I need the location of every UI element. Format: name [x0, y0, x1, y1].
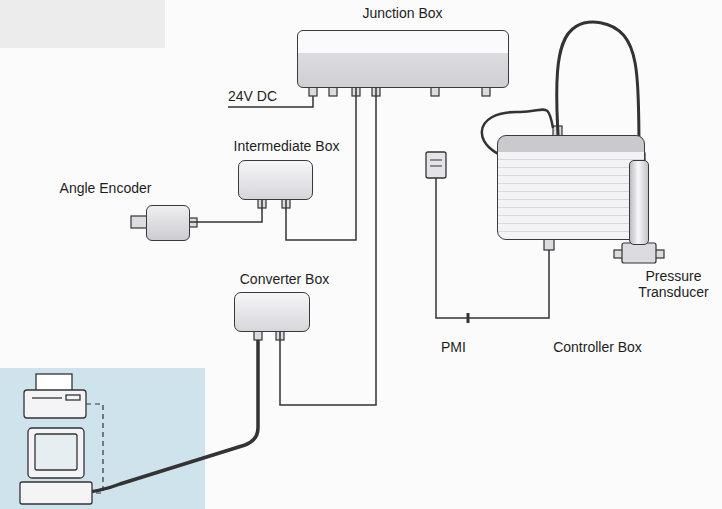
printer-paper	[36, 374, 72, 392]
cable-mark	[467, 313, 470, 323]
cable	[280, 88, 376, 405]
transducer-fitting	[622, 243, 656, 263]
part-label: Converter Box	[240, 271, 329, 287]
part-label: Intermediate Box	[234, 138, 340, 154]
cable	[190, 200, 262, 222]
monitor	[28, 428, 84, 478]
computer-base	[20, 482, 92, 504]
port-group	[131, 86, 664, 340]
encoder-shaft	[131, 216, 147, 228]
computer-icon	[20, 428, 92, 504]
signal-label: 24V DC	[228, 88, 277, 104]
screen	[35, 434, 77, 470]
converter-box: Converter Box	[234, 292, 310, 332]
printer-icon	[24, 374, 86, 418]
printer-buttons	[66, 395, 80, 400]
pressure-transducer: Pressure Transducer	[629, 160, 649, 245]
angle-encoder: Angle Encoder	[146, 205, 190, 241]
part-label: Junction Box	[362, 5, 442, 21]
controller-box: Controller Box	[497, 135, 645, 240]
part-label: Angle Encoder	[60, 180, 152, 196]
pc-cable	[72, 340, 258, 494]
part-label: Pressure Transducer	[632, 268, 716, 300]
signal-label: PMI	[441, 339, 466, 355]
printer-body	[24, 390, 86, 418]
intermediate-box: Intermediate Box	[238, 160, 313, 200]
plug	[426, 152, 446, 178]
printer-link	[86, 404, 103, 493]
plug-detail	[430, 160, 442, 166]
corner-panel	[0, 0, 165, 48]
junction-box: Junction Box	[297, 30, 509, 88]
computer-panel	[0, 368, 205, 509]
printer-slot	[32, 397, 62, 398]
part-label: Controller Box	[553, 339, 642, 355]
